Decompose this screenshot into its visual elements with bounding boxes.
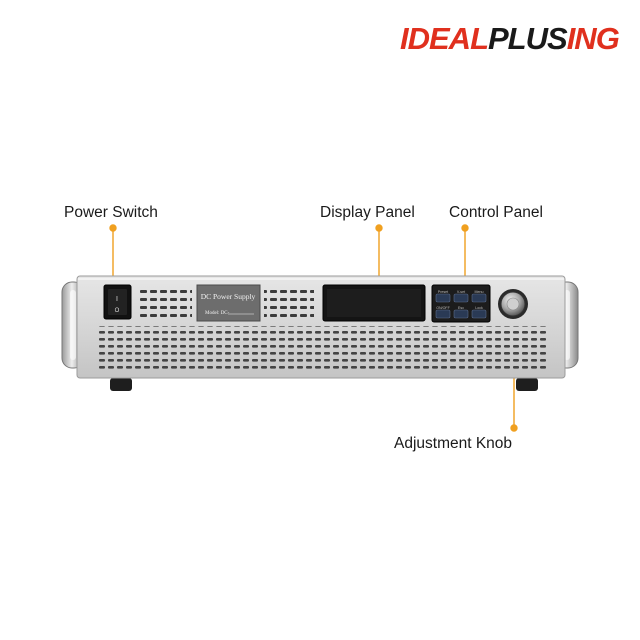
vent-grille-upper-left (140, 285, 192, 321)
control-buttons: Preset V-set Menu ON/OFF Esc Lock (435, 290, 487, 319)
vent-grille-upper-middle (264, 285, 314, 321)
logo-part-ideal: IDEAL (400, 21, 488, 56)
control-button-lock[interactable] (471, 309, 487, 319)
control-button-onoff[interactable] (435, 309, 451, 319)
device-foot-left (110, 378, 132, 391)
callout-power-switch: Power Switch (64, 204, 158, 221)
control-button-menu[interactable] (471, 293, 487, 303)
power-switch-on-mark: I (116, 296, 118, 303)
button-label-onoff: ON/OFF (436, 306, 450, 310)
control-button-esc[interactable] (453, 309, 469, 319)
nameplate-model: Model: DC- (205, 311, 230, 316)
svg-text:IDEALPLUSING: IDEALPLUSING (400, 21, 620, 56)
control-button-preset[interactable] (435, 293, 451, 303)
callout-display-panel: Display Panel (320, 204, 415, 221)
logo-part-ing: ING (567, 21, 620, 56)
vent-grille-lower (96, 326, 546, 370)
button-label-lock: Lock (475, 306, 483, 310)
device-foot-right (516, 378, 538, 391)
power-switch[interactable]: I O (103, 284, 132, 320)
logo-part-plus: PLUS (488, 21, 568, 56)
power-switch-off-mark: O (115, 308, 120, 314)
button-label-esc: Esc (458, 306, 464, 310)
button-label-preset: Preset (438, 290, 448, 294)
button-label-menu: Menu (475, 290, 484, 294)
callout-control-panel: Control Panel (449, 204, 543, 221)
brand-logo: IDEALPLUSING (400, 21, 621, 56)
callout-adjustment-knob: Adjustment Knob (394, 435, 513, 452)
control-button-vset[interactable] (453, 293, 469, 303)
control-panel: Preset V-set Menu ON/OFF Esc Lock (431, 284, 491, 323)
nameplate-title: DC Power Supply (201, 292, 256, 301)
button-label-vset: V-set (457, 290, 465, 294)
nameplate: DC Power Supply Model: DC- (196, 284, 261, 322)
adjustment-knob[interactable] (498, 289, 528, 319)
